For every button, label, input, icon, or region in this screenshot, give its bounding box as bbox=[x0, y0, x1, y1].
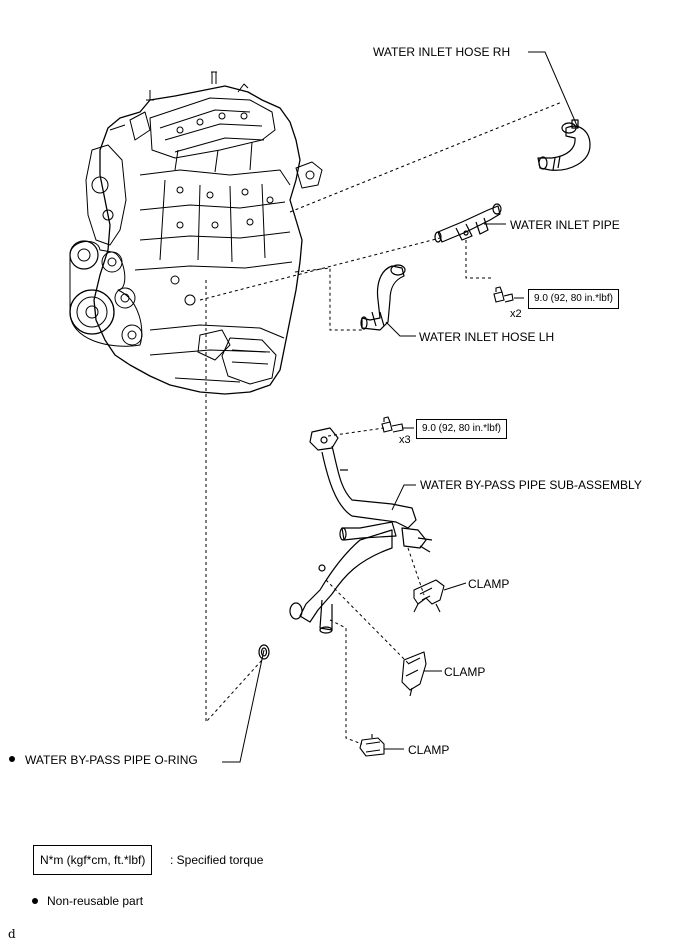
water-inlet-hose-rh-illustration bbox=[537, 119, 591, 171]
legend-non-reusable-dot bbox=[32, 898, 38, 904]
corner-mark: d bbox=[8, 927, 16, 941]
engine-assembly-illustration bbox=[69, 71, 323, 395]
clamp-1-illustration bbox=[413, 579, 445, 613]
torque-box-inlet-pipe: 9.0 (92, 80 in.*lbf) bbox=[528, 289, 619, 309]
water-inlet-hose-lh-illustration bbox=[360, 264, 406, 331]
legend-non-reusable-text: Non-reusable part bbox=[47, 894, 144, 908]
water-bypass-pipe-illustration bbox=[289, 427, 433, 634]
bolt-bypass-pipe-illustration bbox=[381, 416, 404, 433]
label-water-inlet-hose-lh: WATER INLET HOSE LH bbox=[419, 330, 555, 344]
label-water-bypass-pipe-oring: WATER BY-PASS PIPE O-RING bbox=[25, 753, 198, 767]
water-inlet-pipe-illustration bbox=[434, 203, 502, 243]
label-clamp-3: CLAMP bbox=[408, 743, 450, 757]
clamp-2-illustration bbox=[401, 651, 427, 697]
qty-inlet-pipe-bolt: x2 bbox=[510, 308, 522, 320]
water-bypass-pipe-oring-illustration bbox=[258, 644, 270, 660]
label-water-bypass-pipe-sub-assembly: WATER BY-PASS PIPE SUB-ASSEMBLY bbox=[420, 478, 642, 492]
clamp-3-illustration bbox=[359, 734, 385, 757]
label-leader-lines bbox=[222, 51, 579, 763]
bolt-inlet-pipe-illustration bbox=[493, 286, 514, 303]
dashed-guide-lines bbox=[199, 101, 563, 745]
legend-torque-unit-box: N*m (kgf*cm, ft.*lbf) bbox=[33, 845, 153, 875]
label-clamp-1: CLAMP bbox=[468, 577, 510, 591]
label-water-inlet-hose-rh: WATER INLET HOSE RH bbox=[373, 45, 511, 59]
qty-bypass-pipe-bolt: x3 bbox=[399, 434, 411, 446]
torque-box-bypass-pipe: 9.0 (92, 80 in.*lbf) bbox=[416, 419, 507, 439]
label-clamp-2: CLAMP bbox=[444, 665, 486, 679]
legend-torque-description: : Specified torque bbox=[170, 853, 264, 867]
non-reusable-mark-oring bbox=[9, 756, 15, 762]
label-water-inlet-pipe: WATER INLET PIPE bbox=[510, 218, 620, 232]
